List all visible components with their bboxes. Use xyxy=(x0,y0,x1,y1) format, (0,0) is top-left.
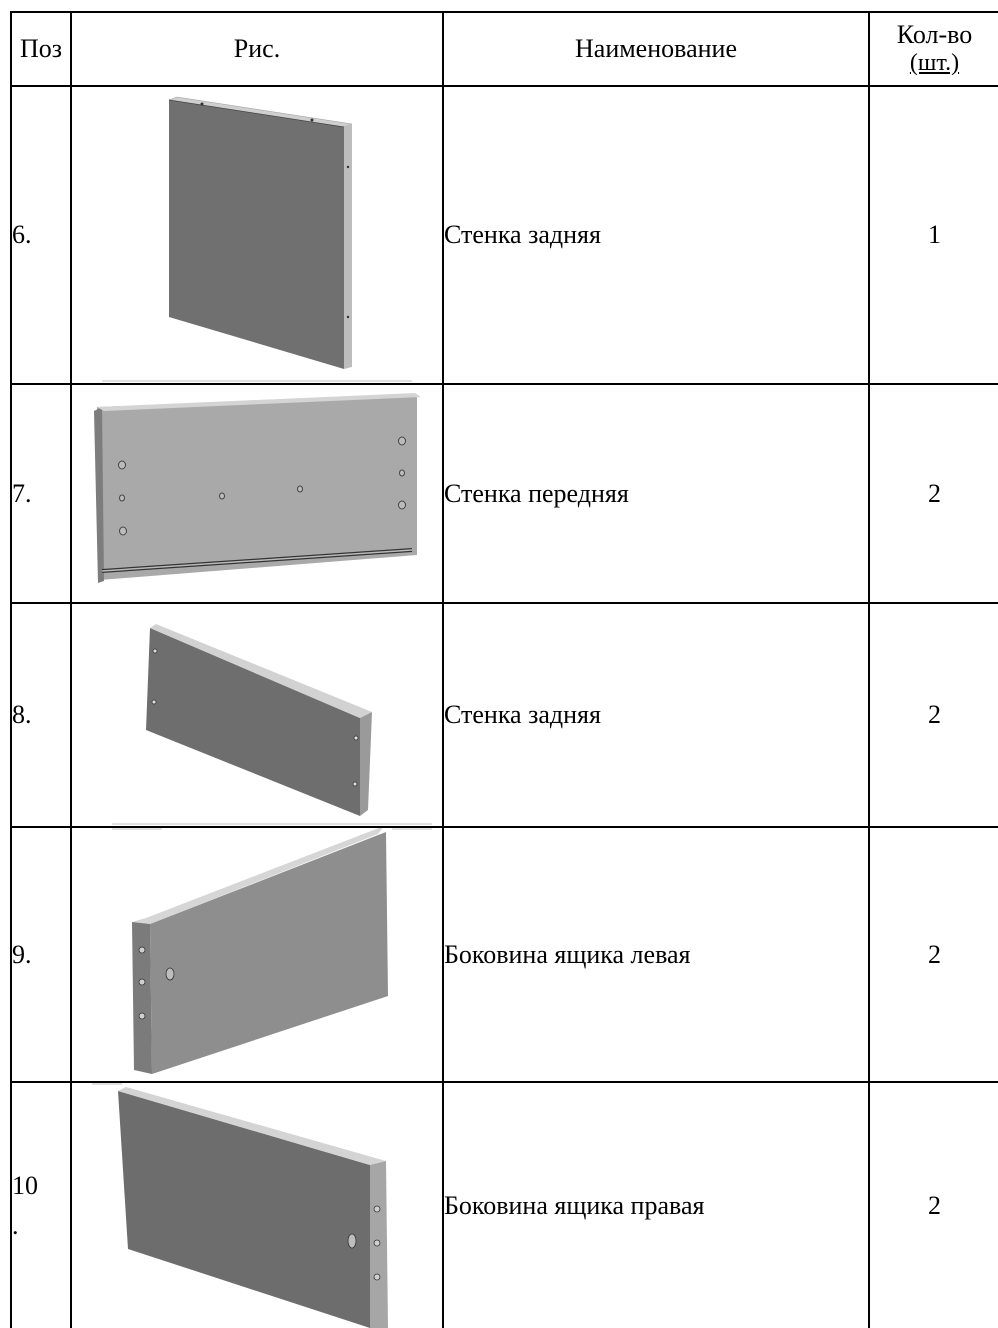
row-picture xyxy=(70,826,444,1083)
row-qty: 2 xyxy=(868,383,998,604)
row-name: Стенка задняя xyxy=(442,602,870,828)
header-qty: Кол-во (шт.) xyxy=(868,11,998,87)
parts-table: Поз Рис. Наименование Кол-во (шт.) 6. Ст… xyxy=(10,11,998,1328)
row-pos-dot: . xyxy=(12,1210,19,1240)
table-row: 10 . Боковина ящика правая 2 xyxy=(10,1081,998,1328)
header-name: Наименование xyxy=(442,11,870,87)
table-row: 7. Стенка передняя xyxy=(10,383,998,604)
back-panel-tall-icon xyxy=(102,96,412,382)
table-row: 9. Боковина ящика левая 2 xyxy=(10,826,998,1083)
row-picture xyxy=(70,383,444,604)
row-pos-number: 10 xyxy=(12,1170,38,1200)
row-qty: 2 xyxy=(868,826,998,1083)
back-panel-slanted-icon xyxy=(112,624,432,825)
row-qty: 2 xyxy=(868,1081,998,1328)
row-qty: 1 xyxy=(868,85,998,385)
row-pos: 7. xyxy=(10,383,72,604)
header-pic: Рис. xyxy=(70,11,444,87)
header-qty-label: Кол-во xyxy=(896,20,973,49)
drawer-side-right-icon xyxy=(92,1084,388,1328)
row-pos: 10 . xyxy=(10,1081,72,1328)
row-picture xyxy=(70,1081,444,1328)
header-qty-unit: (шт.) xyxy=(909,50,960,76)
row-picture xyxy=(70,85,444,385)
table-row: 8. Стенка задняя 2 xyxy=(10,602,998,828)
row-pos: 9. xyxy=(10,826,72,1083)
header-row: Поз Рис. Наименование Кол-во (шт.) xyxy=(10,11,998,87)
row-name: Боковина ящика левая xyxy=(442,826,870,1083)
row-name: Стенка передняя xyxy=(442,383,870,604)
row-pos: 6. xyxy=(10,85,72,385)
table-row: 6. Стенка задняя 1 xyxy=(10,85,998,385)
row-pos: 8. xyxy=(10,602,72,828)
row-picture xyxy=(70,602,444,828)
row-name: Боковина ящика правая xyxy=(442,1081,870,1328)
drawer-side-left-icon xyxy=(112,829,432,1074)
front-panel-wide-icon xyxy=(94,393,421,583)
row-qty: 2 xyxy=(868,602,998,828)
row-name: Стенка задняя xyxy=(442,85,870,385)
header-pos: Поз xyxy=(10,11,72,87)
